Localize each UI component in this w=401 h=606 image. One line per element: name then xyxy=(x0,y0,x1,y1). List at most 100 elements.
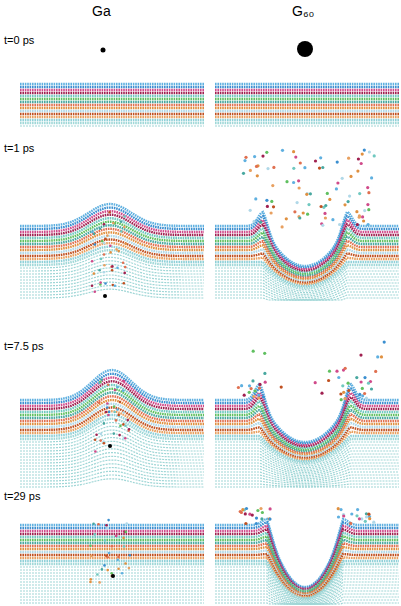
sputtered-atom xyxy=(268,518,271,521)
atom-layer xyxy=(215,486,399,487)
sputtered-atom xyxy=(260,517,263,520)
sputtered-atom xyxy=(327,379,330,382)
sputtered-atom xyxy=(376,355,379,358)
sputtered-atom xyxy=(239,510,242,513)
sputtered-atom xyxy=(358,192,361,195)
sputtered-atom xyxy=(244,156,247,159)
atom-layer xyxy=(20,419,204,439)
sputtered-atom xyxy=(347,382,350,385)
atom-layer xyxy=(215,125,399,126)
atom-layer xyxy=(20,92,204,94)
sputtered-atom xyxy=(266,167,269,170)
atom-layer xyxy=(20,560,204,562)
sputtered-atom xyxy=(103,271,106,274)
sputtered-atom xyxy=(108,211,111,214)
sputtered-atom xyxy=(110,266,113,269)
sputtered-atom xyxy=(242,172,245,175)
sputtered-atom xyxy=(124,562,127,565)
atom-layer xyxy=(215,457,399,472)
sputtered-atom xyxy=(106,406,109,409)
sputtered-atom xyxy=(257,394,260,397)
atom-layer xyxy=(20,572,204,573)
sputtered-atom xyxy=(111,545,114,548)
sputtered-atom xyxy=(326,192,329,195)
sputtered-atom xyxy=(364,520,367,523)
sputtered-atom xyxy=(363,376,366,379)
sputtered-atom xyxy=(265,199,268,202)
atom-layer xyxy=(20,423,204,443)
sputtered-atom xyxy=(107,384,110,387)
sputtered-atom xyxy=(109,251,112,254)
sputtered-atom xyxy=(343,203,346,206)
sputtered-atom xyxy=(243,394,246,397)
atom-layer xyxy=(215,89,399,91)
sputtered-atom xyxy=(105,411,108,414)
sputtered-atom xyxy=(372,521,375,524)
sputtered-atom xyxy=(367,208,370,211)
sputtered-atom xyxy=(358,214,361,217)
column-heading: G₆₀ xyxy=(292,4,314,19)
sputtered-atom xyxy=(339,508,342,511)
atom-layer xyxy=(20,542,204,544)
sputtered-atom xyxy=(253,220,256,223)
atom-layer xyxy=(20,101,204,103)
sputtered-atom xyxy=(89,581,92,584)
sputtered-atom xyxy=(111,269,114,272)
sputtered-atom xyxy=(120,221,123,224)
sputtered-atom xyxy=(90,555,93,558)
sputtered-atom xyxy=(117,250,120,253)
atom-layer xyxy=(20,426,204,445)
sputtered-atom xyxy=(91,231,94,234)
atom-layer xyxy=(215,594,399,604)
sputtered-atom xyxy=(99,439,102,442)
sputtered-atom xyxy=(120,230,123,233)
sputtered-atom xyxy=(116,386,119,389)
sputtered-atom xyxy=(281,149,284,152)
sputtered-atom xyxy=(255,517,258,520)
sputtered-atom xyxy=(248,384,251,387)
sputtered-atom xyxy=(240,384,243,387)
sputtered-atom xyxy=(337,507,340,510)
sputtered-atom xyxy=(94,243,97,246)
sputtered-atom xyxy=(361,387,364,390)
sputtered-atom xyxy=(241,508,244,511)
sputtered-atom xyxy=(362,219,365,222)
sputtered-atom xyxy=(370,176,373,179)
sputtered-atom xyxy=(123,272,126,275)
atom-layer xyxy=(215,469,399,479)
sputtered-atom xyxy=(91,284,94,287)
projectile xyxy=(108,444,112,448)
atom-layer xyxy=(215,104,399,106)
atom-layer xyxy=(20,110,204,112)
sputtered-atom xyxy=(361,153,364,156)
sputtered-atom xyxy=(314,381,317,384)
atom-layer xyxy=(215,86,399,88)
atom-layer xyxy=(215,107,399,109)
sputtered-atom xyxy=(117,556,120,559)
sputtered-atom xyxy=(380,355,383,358)
atom-layer xyxy=(215,484,399,487)
sputtered-atom xyxy=(337,515,340,518)
sputtered-atom xyxy=(243,159,246,162)
sputtered-atom xyxy=(294,156,297,159)
sputtered-atom xyxy=(122,389,125,392)
atom-layer xyxy=(20,479,204,487)
sputtered-atom xyxy=(112,222,115,225)
sputtered-atom xyxy=(255,522,258,525)
sputtered-atom xyxy=(104,282,107,285)
sputtered-atom xyxy=(244,522,247,525)
atom-layer xyxy=(20,599,204,600)
sputtered-atom xyxy=(123,545,126,548)
atom-layer xyxy=(20,527,204,529)
sputtered-atom xyxy=(252,395,255,398)
sputtered-atom xyxy=(355,514,358,517)
sputtered-atom xyxy=(248,391,251,394)
atom-layer xyxy=(20,587,204,588)
sputtered-atom xyxy=(261,155,264,158)
sputtered-atom xyxy=(367,382,370,385)
atom-layer xyxy=(20,548,204,550)
sputtered-atom xyxy=(249,209,252,212)
atom-layer xyxy=(215,92,399,94)
sputtered-atom xyxy=(114,285,117,288)
